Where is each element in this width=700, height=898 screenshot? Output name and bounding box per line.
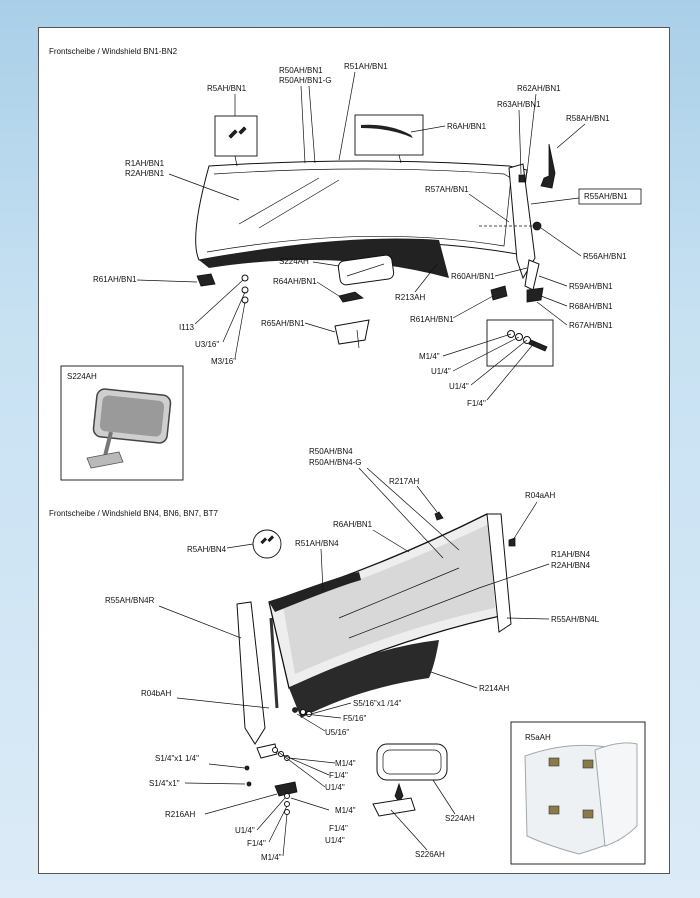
detail-box-r6ah-bn1 (354, 114, 424, 164)
labels-section1: R5AH/BN1 R50AH/BN1 R50AH/BN1-G R51AH/BN1… (93, 62, 642, 408)
label-s5-16: S5/16"x1 /14" (353, 699, 402, 708)
label-f1-4b: F1/4" (329, 824, 348, 833)
label-r213ah: R213AH (395, 293, 425, 302)
label-r5ah-bn4: R5AH/BN4 (187, 545, 227, 554)
label-i113: I113 (179, 323, 195, 332)
catalog-sheet: Frontscheibe / Windshield BN1-BN2 (38, 27, 670, 874)
label-r51ah-bn4: R51AH/BN4 (295, 539, 339, 548)
label-r59ah-bn1: R59AH/BN1 (569, 282, 613, 291)
label-u1-4b: U1/4" (325, 836, 345, 845)
label-r50ah-bn1-g: R50AH/BN1-G (279, 76, 331, 85)
mirror-s224ah-bn1 (334, 254, 395, 349)
label-u1-4c: U1/4" (235, 826, 255, 835)
label-r50ah-bn4: R50AH/BN4 (309, 447, 353, 456)
inset-s224ah: S224AH (60, 365, 184, 481)
windshield-bn4 (236, 511, 516, 745)
label-r2ah-bn1: R2AH/BN1 (125, 169, 165, 178)
label-r55ah-bn4l: R55AH/BN4L (551, 615, 600, 624)
label-f1-4a: F1/4" (329, 771, 348, 780)
label-r50ah-bn1: R50AH/BN1 (279, 66, 323, 75)
label-s224ah-bn1: S224AH (279, 257, 309, 266)
bolt-detail-box-bn1 (486, 319, 554, 367)
label-s1-4-1: S1/4"x1" (149, 779, 180, 788)
windshield-bn1 (195, 160, 528, 278)
label-f5-16: F5/16" (343, 714, 366, 723)
label-r57ah-bn1: R57AH/BN1 (425, 185, 469, 194)
label-r64ah-bn1: R64AH/BN1 (273, 277, 317, 286)
label-m1-4b: M1/4" (335, 806, 356, 815)
label-f1-4-bn1: F1/4" (467, 399, 486, 408)
label-r51ah-bn1: R51AH/BN1 (344, 62, 388, 71)
section2-title: Frontscheibe / Windshield BN4, BN6, BN7,… (49, 509, 219, 518)
label-r2ah-bn4: R2AH/BN4 (551, 561, 591, 570)
label-u5-16: U5/16" (325, 728, 349, 737)
label-m1-4-bn1: M1/4" (419, 352, 440, 361)
label-r6ah-bn1-s2: R6AH/BN1 (333, 520, 373, 529)
label-r216ah: R216AH (165, 810, 195, 819)
label-r67ah-bn1: R67AH/BN1 (569, 321, 613, 330)
label-s1-4-114: S1/4"x1 1/4" (155, 754, 199, 763)
label-r55ah-bn4r: R55AH/BN4R (105, 596, 155, 605)
clip-r61ah-right (490, 285, 544, 303)
label-r217ah: R217AH (389, 477, 419, 486)
label-m1-4a: M1/4" (335, 759, 356, 768)
label-s224ah-s2: S224AH (445, 814, 475, 823)
label-u1-4a: U1/4" (325, 783, 345, 792)
label-r1ah-bn1: R1AH/BN1 (125, 159, 165, 168)
label-u1-4b-bn1: U1/4" (449, 382, 469, 391)
label-r68ah-bn1: R68AH/BN1 (569, 302, 613, 311)
section1-title: Frontscheibe / Windshield BN1-BN2 (49, 47, 178, 56)
diagram-canvas: Frontscheibe / Windshield BN1-BN2 (49, 47, 646, 865)
label-r1ah-bn4: R1AH/BN4 (551, 550, 591, 559)
label-r214ah: R214AH (479, 684, 509, 693)
label-m1-4c: M1/4" (261, 853, 282, 862)
hardware-bn4 (244, 707, 312, 815)
label-r60ah-bn1: R60AH/BN1 (451, 272, 495, 281)
label-r50ah-bn4-g: R50AH/BN4-G (309, 458, 361, 467)
labels-section2: R50AH/BN4 R50AH/BN4-G R217AH R04aAH R6AH… (105, 447, 600, 862)
label-r63ah-bn1: R63AH/BN1 (497, 100, 541, 109)
label-r04aah: R04aAH (525, 491, 555, 500)
label-s226ah: S226AH (415, 850, 445, 859)
inset-s224ah-label: S224AH (67, 372, 97, 381)
label-r5ah-bn1: R5AH/BN1 (207, 84, 247, 93)
label-r56ah-bn1: R56AH/BN1 (583, 252, 627, 261)
label-r61ah-bn1-left: R61AH/BN1 (93, 275, 137, 284)
mirror-s224ah-bn4 (372, 743, 448, 817)
clip-r61ah-left (196, 273, 249, 304)
label-r62ah-bn1: R62AH/BN1 (517, 84, 561, 93)
label-f1-4c: F1/4" (247, 839, 266, 848)
label-r6ah-bn1: R6AH/BN1 (447, 122, 487, 131)
detail-box-r5ah-bn1 (214, 115, 258, 167)
label-r58ah-bn1: R58AH/BN1 (566, 114, 610, 123)
label-m3-16: M3/16" (211, 357, 236, 366)
label-u3-16: U3/16" (195, 340, 219, 349)
label-r55ah-bn1: R55AH/BN1 (584, 192, 628, 201)
callout-r5ah-bn4 (252, 529, 282, 559)
label-r61ah-bn1-right: R61AH/BN1 (410, 315, 454, 324)
r55ah-bn1-highlight-box (578, 188, 642, 205)
label-u1-4-bn1: U1/4" (431, 367, 451, 376)
inset-r5aah-label: R5aAH (525, 733, 551, 742)
inset-r5aah: R5aAH (510, 721, 646, 865)
label-r04bah: R04bAH (141, 689, 171, 698)
label-r65ah-bn1: R65AH/BN1 (261, 319, 305, 328)
